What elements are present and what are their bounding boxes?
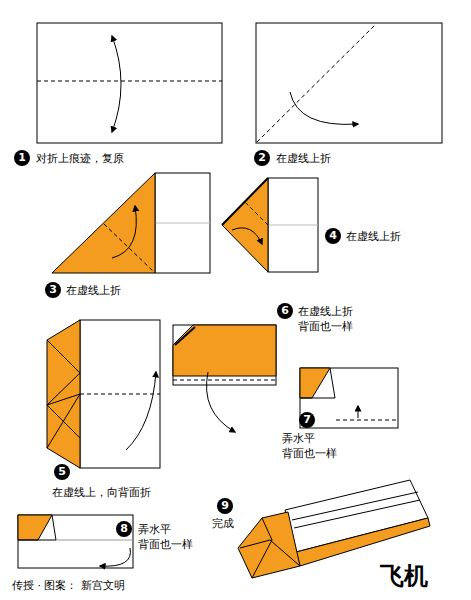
fold-line [245,202,268,225]
flap-edge [18,515,56,540]
step-number: 7 [299,412,315,428]
folded-flap [300,368,330,398]
folded-flap [173,325,276,376]
folded-flap [47,320,80,468]
wing-crease [294,500,420,528]
step-circle [116,521,132,537]
step-circle [14,150,30,166]
nose-edge [252,518,272,578]
step-instruction: 在虚线上，向背面折 [52,485,222,500]
airplane-body [296,518,430,566]
fold-line [257,24,376,142]
fold-line [80,394,160,395]
step-instruction: 在虚线上折 [66,283,186,298]
flap-edge [47,340,80,438]
fold-line [37,81,222,82]
fold-line [336,420,398,421]
step-number: 9 [217,498,233,514]
step-number: 2 [254,150,270,166]
paper-sheet [155,173,210,273]
step-instruction: 在虚线上折 背面也一样 [298,304,368,334]
step-number: 8 [116,521,132,537]
step-instruction: 传授 · 图案： 新宫文明 [12,578,212,593]
paper-sheet [80,320,160,468]
step-instruction: 在虚线上折 [276,151,396,166]
fold-arrow [232,228,262,244]
fold-arrow [207,372,235,432]
step-circle [277,303,293,319]
fold-line [173,380,276,381]
paper-sheet [300,368,398,428]
fold-arrow [358,406,359,418]
step-number: 5 [54,464,70,480]
step-instruction: 在虚线上折 [346,229,456,244]
step-circle [325,228,341,244]
step-circle [45,282,61,298]
step-number: 4 [325,228,341,244]
flap-edge [47,394,80,448]
fold-arrow [290,92,358,124]
step-instruction: 弄水平 背面也一样 [282,431,352,461]
paper-sheet [37,23,222,143]
edge-line [175,327,195,345]
fold-arrow [126,372,156,450]
paper-sheet [256,23,442,143]
paper-sheet [18,515,133,568]
step-instruction: 完成 [212,516,272,531]
step-circle [299,412,315,428]
diagram-title: 飞机 [380,562,428,590]
crease-line [155,223,210,224]
folded-flap [222,178,268,272]
step-number: 6 [277,303,293,319]
airplane-nose [238,512,300,578]
edge-line [222,178,268,225]
paper-sheet [173,325,276,385]
fold-arrow [100,548,130,566]
crease-line [56,540,133,541]
step-instruction: 弄水平 背面也一样 [138,522,208,552]
step-circle [254,150,270,166]
fold-arrow [112,206,136,258]
step-number: 3 [45,282,61,298]
folded-flap [52,173,155,273]
fold-arrow [112,36,121,132]
folded-flap [18,515,52,540]
step-instruction: 对折上痕迹，复原 [36,151,196,166]
crease-line [268,225,318,226]
paper-sheet [268,178,318,272]
step-circle [54,464,70,480]
step-number: 1 [14,150,30,166]
flap-edge [300,368,335,398]
wing-crease [292,492,418,520]
step-circle [217,498,233,514]
